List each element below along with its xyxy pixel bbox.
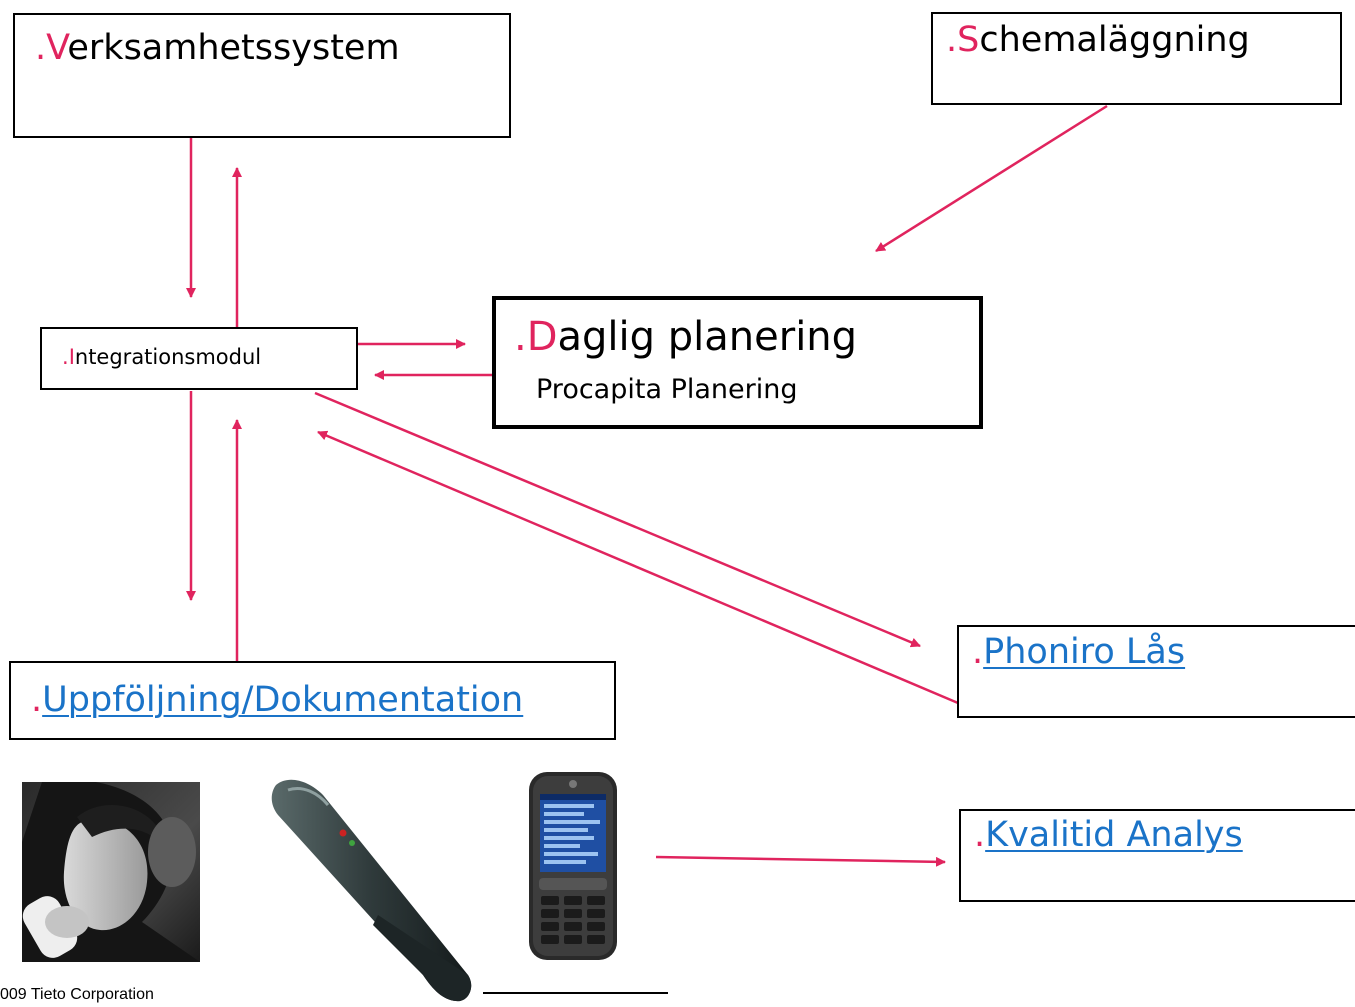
node-kvalitid-analys-label: .Kvalitid Analys: [974, 815, 1243, 855]
label-text: ntegrationsmodul: [74, 345, 262, 369]
dot-marker: .: [972, 632, 984, 672]
initial-letter: V: [46, 28, 68, 68]
digital-pen-device: [271, 779, 472, 1002]
node-daglig-planering-label: .Daglig planering: [514, 314, 857, 360]
person-on-phone-photo: [22, 782, 200, 962]
dot-marker: .: [946, 20, 958, 60]
node-daglig-planering: [492, 296, 983, 429]
hp-smartphone-device: [529, 772, 617, 960]
phoniro-las-link[interactable]: Phoniro Lås: [983, 632, 1186, 672]
uppfoljning-link[interactable]: Uppföljning/Dokumentation: [42, 680, 524, 720]
kvalitid-analys-link[interactable]: Kvalitid Analys: [985, 815, 1243, 855]
node-uppfoljning-label: .Uppföljning/Dokumentation: [31, 680, 523, 720]
node-daglig-planering-subtitle: Procapita Planering: [536, 374, 798, 405]
node-uppfoljning: [9, 661, 616, 740]
arrow-schema-to-daglig: [875, 104, 1108, 253]
dot-marker: .: [62, 345, 69, 369]
arrow-devices-to-kvalitid: [655, 855, 946, 867]
copyright-footer: 009 Tieto Corporation: [0, 986, 154, 1003]
dot-marker: .: [31, 680, 43, 720]
node-verksamhetssystem: [13, 13, 511, 138]
node-schemalaggning-label: .Schemaläggning: [946, 20, 1250, 60]
node-phoniro-las: [957, 625, 1355, 718]
label-text: aglig planering: [557, 314, 858, 360]
arrow-phoniro-to-integration: [317, 430, 959, 705]
label-text: chemaläggning: [979, 20, 1250, 60]
dot-marker: .: [35, 28, 47, 68]
arrow-integration-to-phoniro: [314, 391, 921, 648]
initial-letter: D: [526, 314, 558, 360]
dot-marker: .: [514, 314, 527, 360]
node-schemalaggning: [931, 12, 1342, 105]
node-phoniro-las-label: .Phoniro Lås: [972, 632, 1185, 672]
node-kvalitid-analys: [959, 809, 1355, 902]
initial-letter: I: [68, 345, 75, 369]
initial-letter: S: [957, 20, 980, 60]
dot-marker: .: [974, 815, 986, 855]
label-text: erksamhetssystem: [67, 28, 400, 68]
node-verksamhetssystem-label: .Verksamhetssystem: [35, 28, 400, 68]
node-integrationsmodul-label: .Integrationsmodul: [62, 345, 261, 369]
node-integrationsmodul: [40, 327, 358, 390]
